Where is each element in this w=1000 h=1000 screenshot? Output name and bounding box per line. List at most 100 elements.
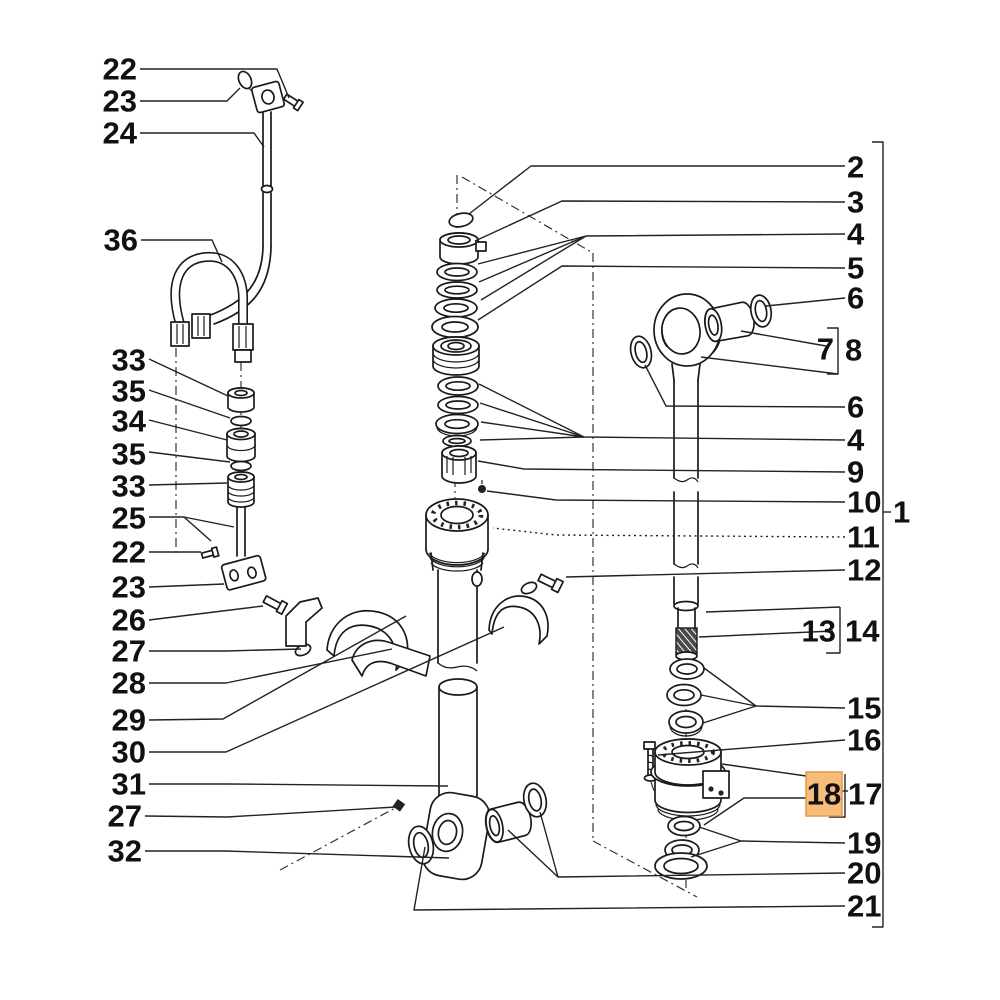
part-label-10[interactable]: 10 [847,485,881,520]
part-label-9[interactable]: 9 [847,455,864,490]
part-label-21[interactable]: 21 [847,889,881,924]
part-label-29[interactable]: 29 [112,703,146,738]
part-label-15[interactable]: 15 [847,691,881,726]
leader-line-6 [148,419,228,441]
part-label-4[interactable]: 4 [847,423,865,458]
part-label-24[interactable]: 24 [103,116,138,151]
barrel-port [471,571,483,587]
leader-line-7 [148,451,231,463]
leader-line-38 [565,569,846,578]
part-label-16[interactable]: 16 [847,723,881,758]
rod-seal-3 [668,710,704,737]
part-label-2[interactable]: 2 [847,150,864,185]
leader-line-21 [468,165,845,215]
part-label-3[interactable]: 3 [847,185,864,220]
gland-seal-big [654,852,708,880]
leader-line-31 [478,383,846,441]
part-label-30[interactable]: 30 [112,735,146,770]
barrel-tube-upper [437,569,483,672]
part-label-5[interactable]: 5 [847,251,864,286]
part-label-35[interactable]: 35 [112,437,146,472]
seal-ring-2 [436,281,478,299]
leader-line-32 [479,402,585,438]
seal-ring-6 [435,413,479,437]
part-label-22[interactable]: 22 [103,52,137,87]
banjo-bolt [282,93,304,112]
part-label-28[interactable]: 28 [112,666,146,701]
part-label-14[interactable]: 14 [845,614,880,649]
part-label-22[interactable]: 22 [112,535,146,570]
pipe-assembly [170,70,304,363]
leader-line-4 [148,358,229,397]
eye-seal-left [629,335,653,369]
seal-cup [439,232,487,265]
leader-line-36 [486,490,846,503]
clevis-parts [392,782,548,865]
leader-line-12 [148,583,225,588]
part-label-12[interactable]: 12 [847,553,881,588]
leader-line-1 [140,87,241,102]
part-label-35[interactable]: 35 [112,374,146,409]
group-bracket-1 [826,607,841,654]
pipe-clamp-right [488,595,549,645]
seal-ring-3 [434,298,478,318]
leader-line-39 [698,630,834,638]
leader-line-24 [478,235,587,283]
part-label-18-highlighted[interactable]: 18 [807,777,841,812]
leader-line-13 [148,605,264,621]
part-label-11[interactable]: 11 [847,520,880,555]
part-label-8[interactable]: 8 [845,333,862,368]
part-label-27[interactable]: 27 [108,799,142,834]
bracket-screw [200,546,220,559]
part-label-26[interactable]: 26 [112,603,146,638]
part-label-23[interactable]: 23 [112,570,146,605]
leader-line-50 [507,829,559,878]
part-label-19[interactable]: 19 [847,826,881,861]
part-label-25[interactable]: 25 [112,501,146,536]
part-label-32[interactable]: 32 [108,834,142,869]
mount-bracket [220,554,267,591]
pipe-clamps [262,573,565,677]
leader-line-43 [702,705,757,724]
gland-seal-1 [667,815,701,837]
seal-ring-1 [436,262,478,282]
leader-line-46 [703,797,806,826]
barrel-tube-lower [438,678,478,797]
leader-line-9 [149,516,235,528]
part-label-1[interactable]: 1 [893,495,910,530]
part-label-33[interactable]: 33 [112,469,146,504]
part-label-31[interactable]: 31 [112,767,146,802]
clamp-bolt-right [537,573,565,594]
leader-line-41 [703,667,846,709]
clamp-bolt-left [262,595,289,616]
clevis-bushing [484,801,533,844]
leader-line-34 [479,436,585,441]
cylinder-barrel [421,498,491,881]
part-label-33[interactable]: 33 [112,343,146,378]
part-label-7[interactable]: 7 [817,332,834,367]
part-label-4[interactable]: 4 [847,217,865,252]
part-label-34[interactable]: 34 [112,404,147,439]
leader-line-37 [492,527,846,538]
rod-assembly [629,293,773,880]
eye-seal-right [749,294,773,328]
leader-line-22 [474,200,846,242]
part-label-20[interactable]: 20 [847,856,881,891]
part-label-27[interactable]: 27 [112,634,146,669]
rod-shaft [671,363,701,629]
leader-line-29 [700,356,839,375]
valve-body [226,427,256,463]
part-label-6[interactable]: 6 [847,281,864,316]
o-ring-top [448,212,474,228]
part-label-6[interactable]: 6 [847,390,864,425]
part-label-36[interactable]: 36 [104,223,138,258]
leader-line-25 [480,235,587,301]
leader-line-44 [657,739,846,756]
leader-line-16 [148,615,407,721]
part-label-13[interactable]: 13 [802,614,836,649]
grease-fitting [392,799,406,812]
part-label-17[interactable]: 17 [848,777,882,812]
o-ring-upper [230,415,252,427]
part-label-23[interactable]: 23 [103,84,137,119]
